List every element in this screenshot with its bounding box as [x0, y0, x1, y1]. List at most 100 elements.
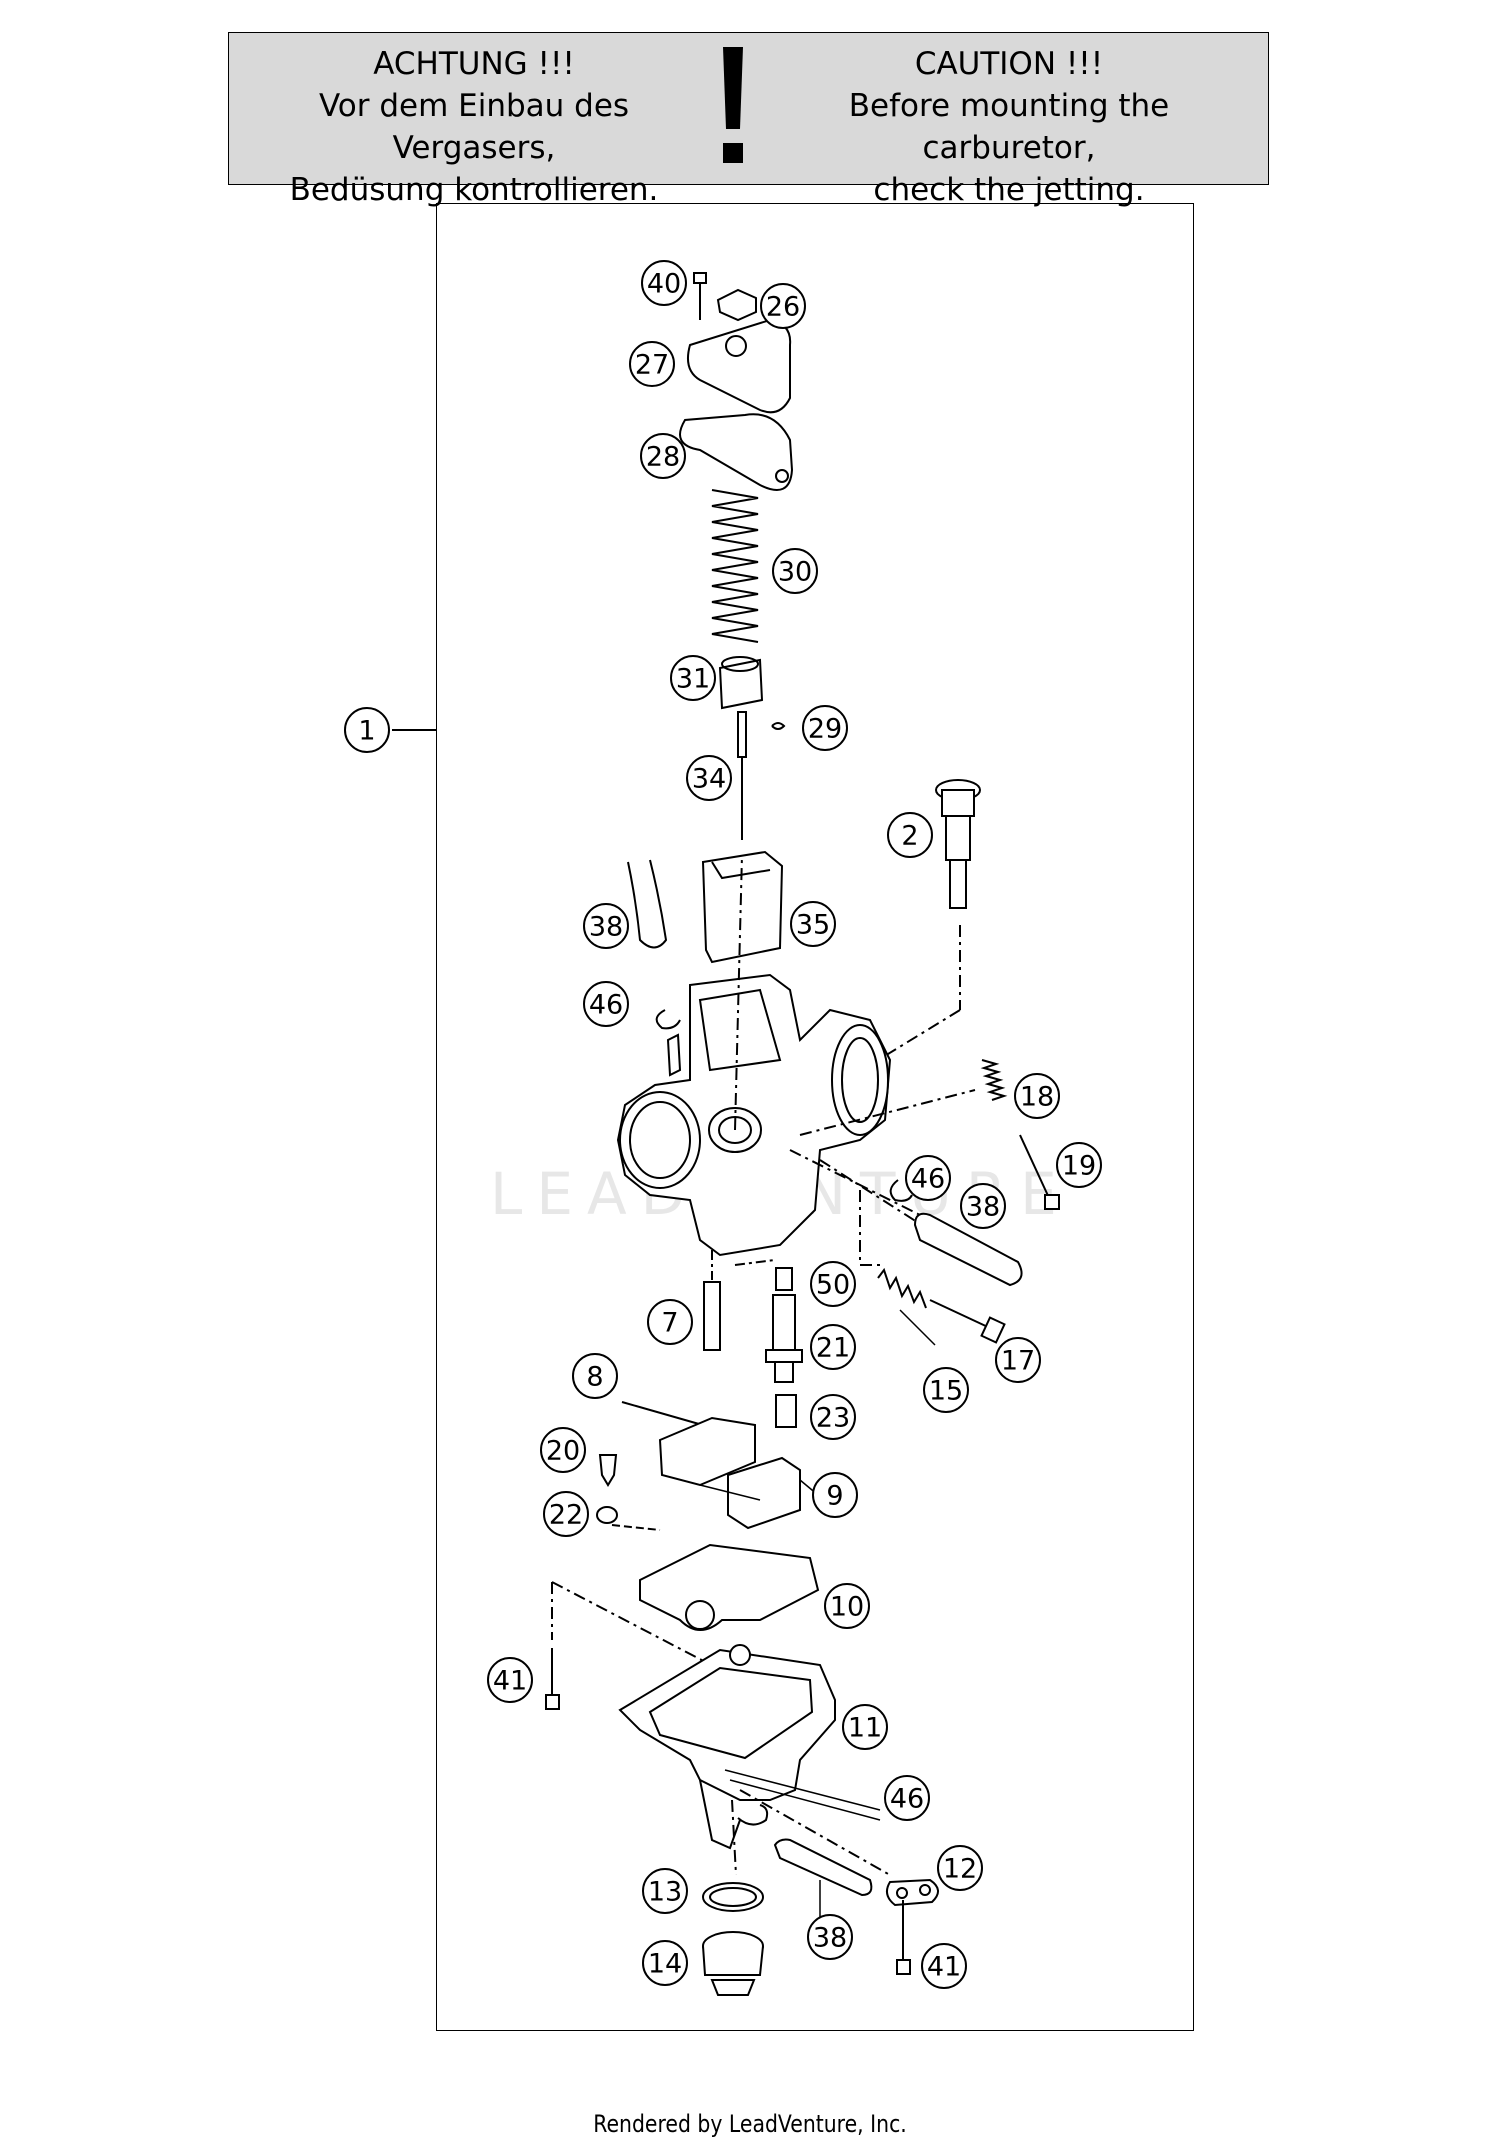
callout-1: 1	[344, 707, 390, 753]
svg-text:31: 31	[676, 664, 710, 695]
callout-15: 15	[923, 1367, 969, 1413]
hose-part-38-top	[627, 859, 668, 949]
callout-41-left: 41	[487, 1657, 533, 1703]
svg-text:12: 12	[943, 1854, 977, 1885]
svg-text:8: 8	[586, 1362, 603, 1393]
carburetor-body	[616, 973, 892, 1257]
hose-part-38-bottom	[773, 1838, 873, 1897]
callout-46-bottom: 46	[884, 1775, 930, 1821]
callout-10: 10	[824, 1583, 870, 1629]
svg-text:40: 40	[647, 269, 681, 300]
callout-19: 19	[1056, 1142, 1102, 1188]
svg-text:28: 28	[646, 442, 680, 473]
svg-text:21: 21	[816, 1333, 850, 1364]
callout-46-mid: 46	[905, 1155, 951, 1201]
svg-text:46: 46	[911, 1164, 945, 1195]
callout-8: 8	[572, 1353, 618, 1399]
callout-2: 2	[887, 812, 933, 858]
svg-text:38: 38	[589, 912, 623, 943]
exclamation-icon	[712, 47, 757, 177]
callout-12: 12	[937, 1845, 983, 1891]
spring-part-18	[980, 1059, 1008, 1101]
callout-20: 20	[540, 1427, 586, 1473]
svg-text:41: 41	[493, 1666, 527, 1697]
clip-part-29	[771, 722, 786, 730]
svg-text:46: 46	[890, 1784, 924, 1815]
callout-46-top: 46	[583, 981, 629, 1027]
svg-text:41: 41	[927, 1952, 961, 1983]
svg-text:1: 1	[358, 716, 375, 747]
float-part-9	[658, 1416, 801, 1530]
screw-part-17	[929, 1299, 1006, 1344]
callout-31: 31	[670, 655, 716, 701]
caution-english: CAUTION !!! Before mounting the carburet…	[759, 43, 1259, 211]
jet-part-21	[765, 1294, 803, 1383]
gasket-part-10	[639, 1543, 820, 1631]
caution-english-line-2: check the jetting.	[873, 172, 1145, 208]
screw-part-19	[1019, 1134, 1060, 1210]
callout-21: 21	[810, 1324, 856, 1370]
caution-german-title: ACHTUNG !!!	[373, 46, 575, 82]
callout-26: 26	[760, 283, 806, 329]
caution-box: ACHTUNG !!! Vor dem Einbau des Vergasers…	[228, 32, 1269, 208]
screw-part-41-right	[896, 1900, 911, 1975]
circlip-part-46-top	[655, 1009, 681, 1030]
callout-29: 29	[802, 705, 848, 751]
svg-text:38: 38	[813, 1923, 847, 1954]
gasket-part-28	[679, 413, 794, 491]
svg-text:15: 15	[929, 1376, 963, 1407]
hose-part-38-mid	[913, 1212, 1023, 1287]
circlip-part-46-bottom	[737, 1804, 769, 1826]
screw-part-40	[693, 272, 707, 320]
svg-text:13: 13	[648, 1877, 682, 1908]
svg-text:50: 50	[816, 1270, 850, 1301]
cover-part-27	[687, 318, 792, 414]
callout-7: 7	[647, 1299, 693, 1345]
svg-text:26: 26	[766, 292, 800, 323]
caution-german-line-2: Bedüsung kontrollieren.	[289, 172, 659, 208]
jet-part-50	[775, 1267, 793, 1291]
svg-text:35: 35	[796, 910, 830, 941]
spring-part-15	[877, 1267, 927, 1309]
svg-text:23: 23	[816, 1403, 850, 1434]
callout-38-mid: 38	[960, 1183, 1006, 1229]
plug-part-14	[702, 1931, 764, 1996]
callout-22: 22	[543, 1491, 589, 1537]
retainer-part-31	[718, 658, 764, 710]
svg-text:46: 46	[589, 990, 623, 1021]
screw-part-41-left	[545, 1648, 560, 1710]
caution-english-line-1: Before mounting the carburetor,	[848, 88, 1170, 166]
svg-text:11: 11	[848, 1713, 882, 1744]
callout-17: 17	[995, 1337, 1041, 1383]
circlip-part-46-mid	[889, 1179, 913, 1202]
footer-credit: Rendered by LeadVenture, Inc.	[593, 2110, 907, 2138]
callout-38-top: 38	[583, 903, 629, 949]
jet-part-7	[703, 1281, 721, 1351]
callout-50: 50	[810, 1261, 856, 1307]
svg-text:7: 7	[661, 1308, 678, 1339]
diagram-frame	[436, 203, 1194, 2031]
svg-text:22: 22	[549, 1500, 583, 1531]
svg-text:19: 19	[1062, 1151, 1096, 1182]
svg-text:34: 34	[692, 764, 726, 795]
needle-part-34	[737, 711, 747, 840]
callout-38-bottom: 38	[807, 1914, 853, 1960]
callout-18: 18	[1014, 1073, 1060, 1119]
float-bowl-part-11	[618, 1644, 836, 1850]
callout-41-right: 41	[921, 1943, 967, 1989]
nut-part-26	[716, 288, 757, 322]
callout-9: 9	[812, 1472, 858, 1518]
svg-text:27: 27	[635, 350, 669, 381]
svg-text:9: 9	[826, 1481, 843, 1512]
caution-german: ACHTUNG !!! Vor dem Einbau des Vergasers…	[239, 43, 709, 211]
svg-text:14: 14	[648, 1949, 682, 1980]
callout-11: 11	[842, 1704, 888, 1750]
air-screw-part-2	[935, 779, 981, 909]
caution-german-line-1: Vor dem Einbau des Vergasers,	[318, 88, 630, 166]
svg-text:20: 20	[546, 1436, 580, 1467]
callout-30: 30	[772, 548, 818, 594]
bracket-part-12	[885, 1878, 939, 1907]
callout-23: 23	[810, 1394, 856, 1440]
spring-part-30	[711, 489, 759, 643]
